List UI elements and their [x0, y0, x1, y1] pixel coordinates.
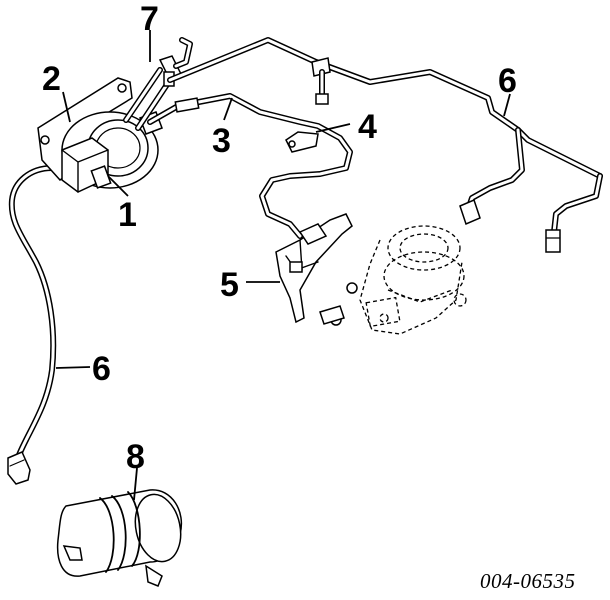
callout-1: 1 — [118, 196, 137, 234]
reference-number: 004-06535 — [480, 569, 576, 593]
vacuum-line-top — [167, 37, 603, 253]
leader-lines — [55, 30, 511, 501]
callout-5: 5 — [220, 266, 239, 304]
callout-6-top: 6 — [498, 62, 517, 100]
vacuum-reservoir — [56, 489, 183, 587]
callout-6-left: 6 — [92, 350, 111, 388]
servo-cable — [147, 93, 353, 239]
callout-8: 8 — [126, 438, 145, 476]
callout-4: 4 — [358, 108, 377, 146]
vacuum-hose-left — [7, 165, 57, 485]
callout-2: 2 — [42, 60, 61, 98]
throttle-bracket — [275, 213, 358, 326]
throttle-body-outline — [359, 225, 467, 335]
cable-clip — [285, 131, 319, 153]
vacuum-servo — [61, 67, 173, 193]
callout-3: 3 — [212, 122, 231, 160]
callout-7: 7 — [140, 0, 159, 38]
